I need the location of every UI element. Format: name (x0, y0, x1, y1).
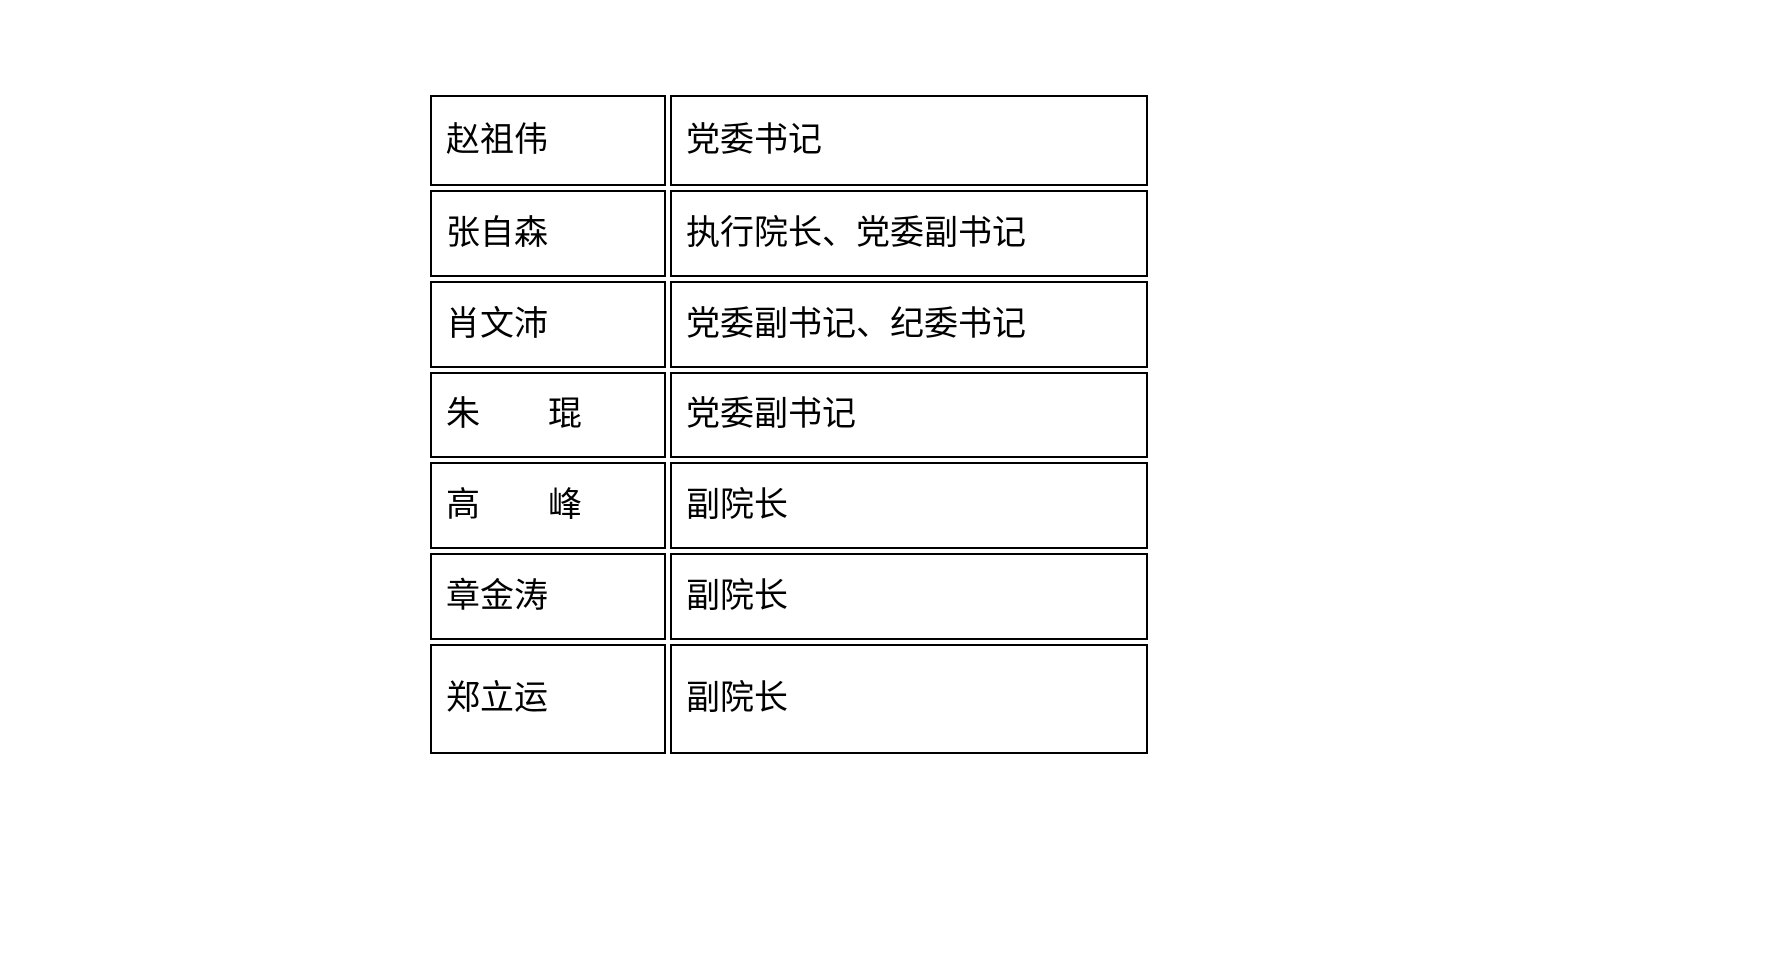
table-row: 高 峰 副院长 (430, 462, 1148, 549)
cell-name: 章金涛 (430, 553, 666, 640)
cell-title: 副院长 (670, 644, 1148, 754)
cell-name: 赵祖伟 (430, 95, 666, 186)
person-name: 郑立运 (446, 678, 548, 719)
person-title: 党委副书记、纪委书记 (686, 303, 1026, 344)
cell-title: 执行院长、党委副书记 (670, 190, 1148, 277)
person-name: 高 峰 (446, 484, 582, 525)
cell-name: 朱 琨 (430, 372, 666, 458)
cell-title: 党委副书记、纪委书记 (670, 281, 1148, 368)
person-title: 执行院长、党委副书记 (686, 212, 1026, 253)
person-name: 张自森 (446, 212, 548, 253)
cell-name: 肖文沛 (430, 281, 666, 368)
person-name: 章金涛 (446, 575, 548, 616)
table-row: 郑立运 副院长 (430, 644, 1148, 754)
person-name: 朱 琨 (446, 394, 582, 435)
table-row: 朱 琨 党委副书记 (430, 372, 1148, 458)
person-title: 副院长 (686, 484, 788, 525)
person-name: 赵祖伟 (446, 119, 548, 160)
cell-name: 郑立运 (430, 644, 666, 754)
person-title: 党委书记 (686, 119, 822, 160)
person-title: 副院长 (686, 575, 788, 616)
table-row: 赵祖伟 党委书记 (430, 95, 1148, 186)
cell-title: 党委书记 (670, 95, 1148, 186)
cell-name: 高 峰 (430, 462, 666, 549)
cell-title: 副院长 (670, 553, 1148, 640)
table-row: 章金涛 副院长 (430, 553, 1148, 640)
cell-name: 张自森 (430, 190, 666, 277)
table-row: 肖文沛 党委副书记、纪委书记 (430, 281, 1148, 368)
leadership-roster-table: 赵祖伟 党委书记 张自森 执行院长、党委副书记 肖文沛 党委副书记、纪委书记 (430, 95, 1148, 754)
cell-title: 副院长 (670, 462, 1148, 549)
person-title: 党委副书记 (686, 394, 856, 435)
cell-title: 党委副书记 (670, 372, 1148, 458)
person-name: 肖文沛 (446, 303, 548, 344)
table-row: 张自森 执行院长、党委副书记 (430, 190, 1148, 277)
person-title: 副院长 (686, 678, 788, 719)
